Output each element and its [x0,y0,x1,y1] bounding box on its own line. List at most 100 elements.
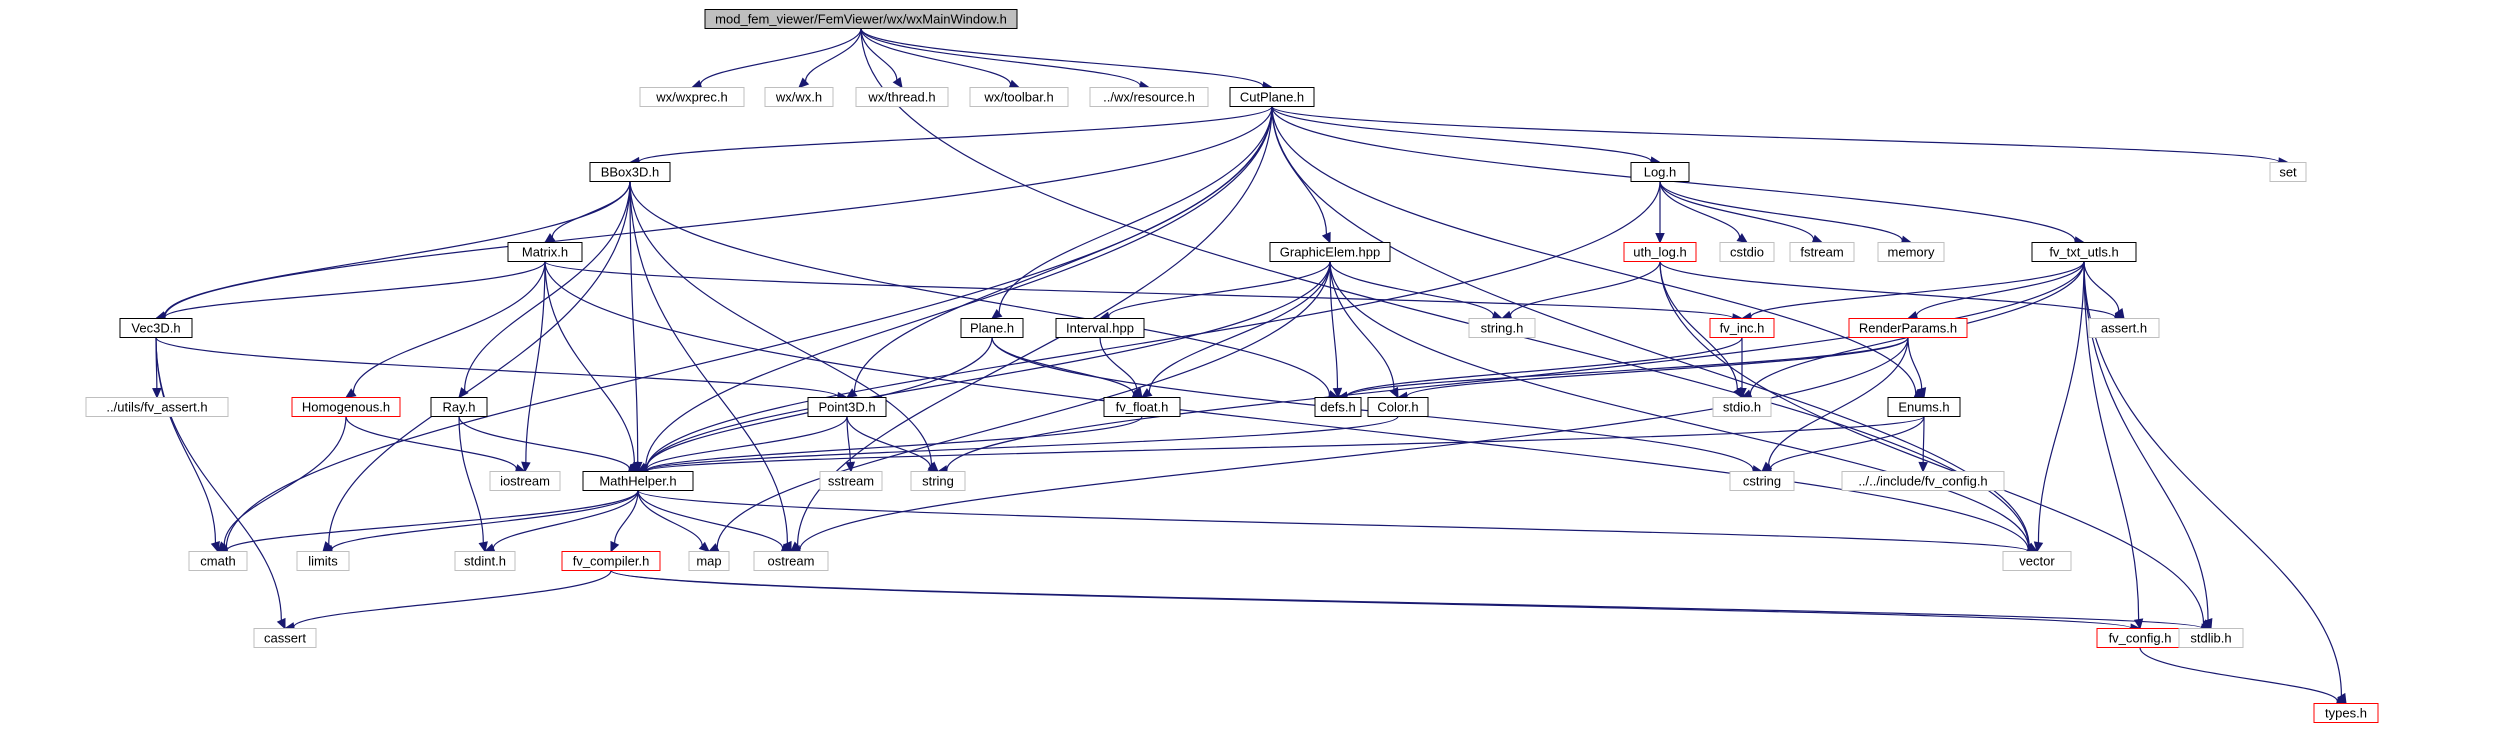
node-vector: vector [2002,551,2072,571]
node-asserth: assert.h [2088,318,2160,338]
node-label: ../utils/fv_assert.h [106,400,207,415]
node-label: sstream [828,474,874,489]
node-label: wx/wx.h [775,90,822,105]
node-graphicelem[interactable]: GraphicElem.hpp [1269,242,1391,262]
node-box [1055,318,1145,338]
node-box [1887,397,1961,417]
node-box [119,318,193,338]
node-label: stdlib.h [2190,631,2231,646]
node-enumsh[interactable]: Enums.h [1887,397,1961,417]
edge-cutplane-to-set [1271,105,2290,167]
edge-root-to-wxwx [798,28,862,89]
edge-line [614,490,639,544]
edge-arrowhead [2203,617,2213,630]
edge-line [1659,261,2205,624]
edge-arrowhead [798,77,810,89]
node-label: stdint.h [464,554,506,569]
node-string: string [910,471,966,491]
edge-cutplane-to-vec3d [154,106,1273,322]
node-fvconfig[interactable]: fv_config.h [2096,628,2184,648]
edge-line [629,181,639,463]
node-intervalh[interactable]: Interval.hpp [1055,318,1145,338]
node-matrix[interactable]: Matrix.h [507,242,583,262]
node-fvinc[interactable]: fv_inc.h [1709,318,1775,338]
node-planeh[interactable]: Plane.h [960,318,1024,338]
node-vec3d[interactable]: Vec3D.h [119,318,193,338]
edge-matrix-to-iostream [521,261,546,473]
edge-point3d-to-string [846,416,940,473]
node-box [2178,628,2244,648]
node-fvcompiler[interactable]: fv_compiler.h [561,551,661,571]
edge-enumsh-to-fvconfigpath [1918,416,1928,473]
node-defsh[interactable]: defs.h [1314,397,1362,417]
node-box [1709,318,1775,338]
edge-arrowhead [1132,386,1143,399]
node-label: fv_txt_utls.h [2049,245,2118,260]
node-rayh[interactable]: Ray.h [430,397,488,417]
edge-graphicelem-to-map [707,261,1331,553]
node-homogenous[interactable]: Homogenous.h [291,397,401,417]
node-box [561,551,661,571]
node-uthlog[interactable]: uth_log.h [1623,242,1697,262]
edge-arrowhead [845,461,856,473]
node-box [85,397,229,417]
node-label: cassert [264,631,306,646]
edge-logh-to-fstream [1659,181,1824,244]
node-label: Interval.hpp [1066,321,1134,336]
node-box [1630,162,1690,182]
node-stdlibh: stdlib.h [2178,628,2244,648]
edge-line [860,28,1141,86]
edge-line [637,490,784,549]
edge-line [1659,261,2116,318]
edge-fvtxtutls-to-stdlibh [2083,261,2213,630]
edge-matrix-to-homogenous [344,261,546,399]
edge-line [1659,181,1903,241]
edge-line [1108,261,1331,317]
edge-line [646,415,1399,472]
edge-line [164,106,1273,317]
edge-arrowhead [1736,233,1749,244]
node-label: ../wx/resource.h [1103,90,1195,105]
node-point3d[interactable]: Point3D.h [807,397,887,417]
node-label: Vec3D.h [131,321,180,336]
edge-rayh-to-stdint [458,416,488,553]
node-root[interactable]: mod_fem_viewer/FemViewer/wx/wxMainWindow… [704,9,1018,29]
node-logh[interactable]: Log.h [1630,162,1690,182]
node-box [960,318,1024,338]
edge-line [846,416,931,468]
node-box [639,87,745,107]
edge-line [629,181,933,466]
node-fvfloat[interactable]: fv_float.h [1103,397,1181,417]
edge-arrowhead [1811,234,1824,244]
edge-line [1907,337,1923,389]
node-cstring: cstring [1729,471,1795,491]
edge-fvconfig-to-typesh [2139,647,2348,706]
edge-line [1750,261,2085,318]
node-stdint: stdint.h [454,551,516,571]
node-label: vector [2019,554,2055,569]
edge-arrowhead [344,388,357,399]
node-limits: limits [296,551,350,571]
node-colorh[interactable]: Color.h [1367,397,1429,417]
edge-line [458,416,630,470]
node-cutplane[interactable]: CutPlane.h [1229,87,1315,107]
edge-line [2083,261,2343,696]
node-bbox3d[interactable]: BBox3D.h [589,162,671,182]
edge-line [629,181,789,544]
edge-line [1659,181,1815,240]
node-label: Ray.h [443,400,476,415]
edge-fvinc-to-stdioh [1737,337,1747,399]
edge-uthlog-to-asserth [1659,261,2126,323]
node-typesh[interactable]: types.h [2313,703,2379,723]
node-box [2031,242,2137,262]
edge-line [646,415,1925,472]
node-label: map [696,554,721,569]
node-cassert: cassert [253,628,317,648]
edge-arrowhead [1389,386,1399,399]
node-mathhelper[interactable]: MathHelper.h [582,471,694,491]
node-set: set [2269,162,2307,182]
node-fvtxtutls[interactable]: fv_txt_utls.h [2031,242,2137,262]
node-label: Enums.h [1898,400,1949,415]
node-renderparams[interactable]: RenderParams.h [1848,318,1968,338]
